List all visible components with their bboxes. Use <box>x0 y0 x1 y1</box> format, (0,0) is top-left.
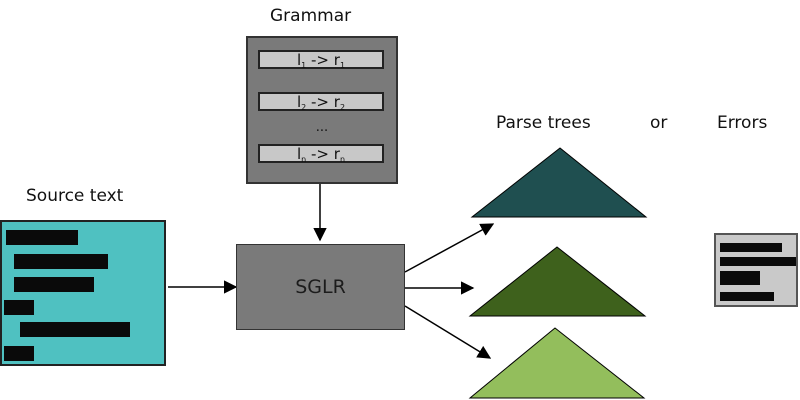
sglr-to-tree-1-arrow <box>404 223 495 273</box>
error-line-1 <box>720 243 782 252</box>
sglr-to-tree-3-arrow <box>404 305 492 359</box>
source-box <box>0 220 166 366</box>
parse-tree-2 <box>468 246 647 317</box>
grammar-ellipsis: ... <box>315 120 329 135</box>
parse-tree-3 <box>468 327 646 399</box>
error-line-3 <box>720 271 760 285</box>
source-title: Source text <box>26 186 124 206</box>
errors-box <box>714 233 798 307</box>
error-line-2 <box>720 257 796 266</box>
sglr-label: SGLR <box>295 276 346 298</box>
grammar-rule-n: ln -> rn <box>258 144 384 164</box>
grammar-title: Grammar <box>270 6 352 26</box>
sglr-box: SGLR <box>236 244 405 330</box>
source-line-2 <box>14 254 108 269</box>
source-line-5 <box>20 322 130 337</box>
errors-label: Errors <box>717 113 768 133</box>
parse-tree-1 <box>470 147 648 218</box>
grammar-box: l1 -> r1 l2 -> r2 ... ln -> rn <box>246 36 398 184</box>
error-line-4 <box>720 292 774 301</box>
or-label: or <box>650 113 668 133</box>
source-line-3 <box>14 277 94 292</box>
grammar-rule-1: l1 -> r1 <box>258 50 384 70</box>
source-line-6 <box>4 346 34 361</box>
grammar-rule-2: l2 -> r2 <box>258 92 384 112</box>
source-line-4 <box>4 300 34 315</box>
source-line-1 <box>6 230 78 245</box>
parse-trees-label: Parse trees <box>496 113 591 133</box>
